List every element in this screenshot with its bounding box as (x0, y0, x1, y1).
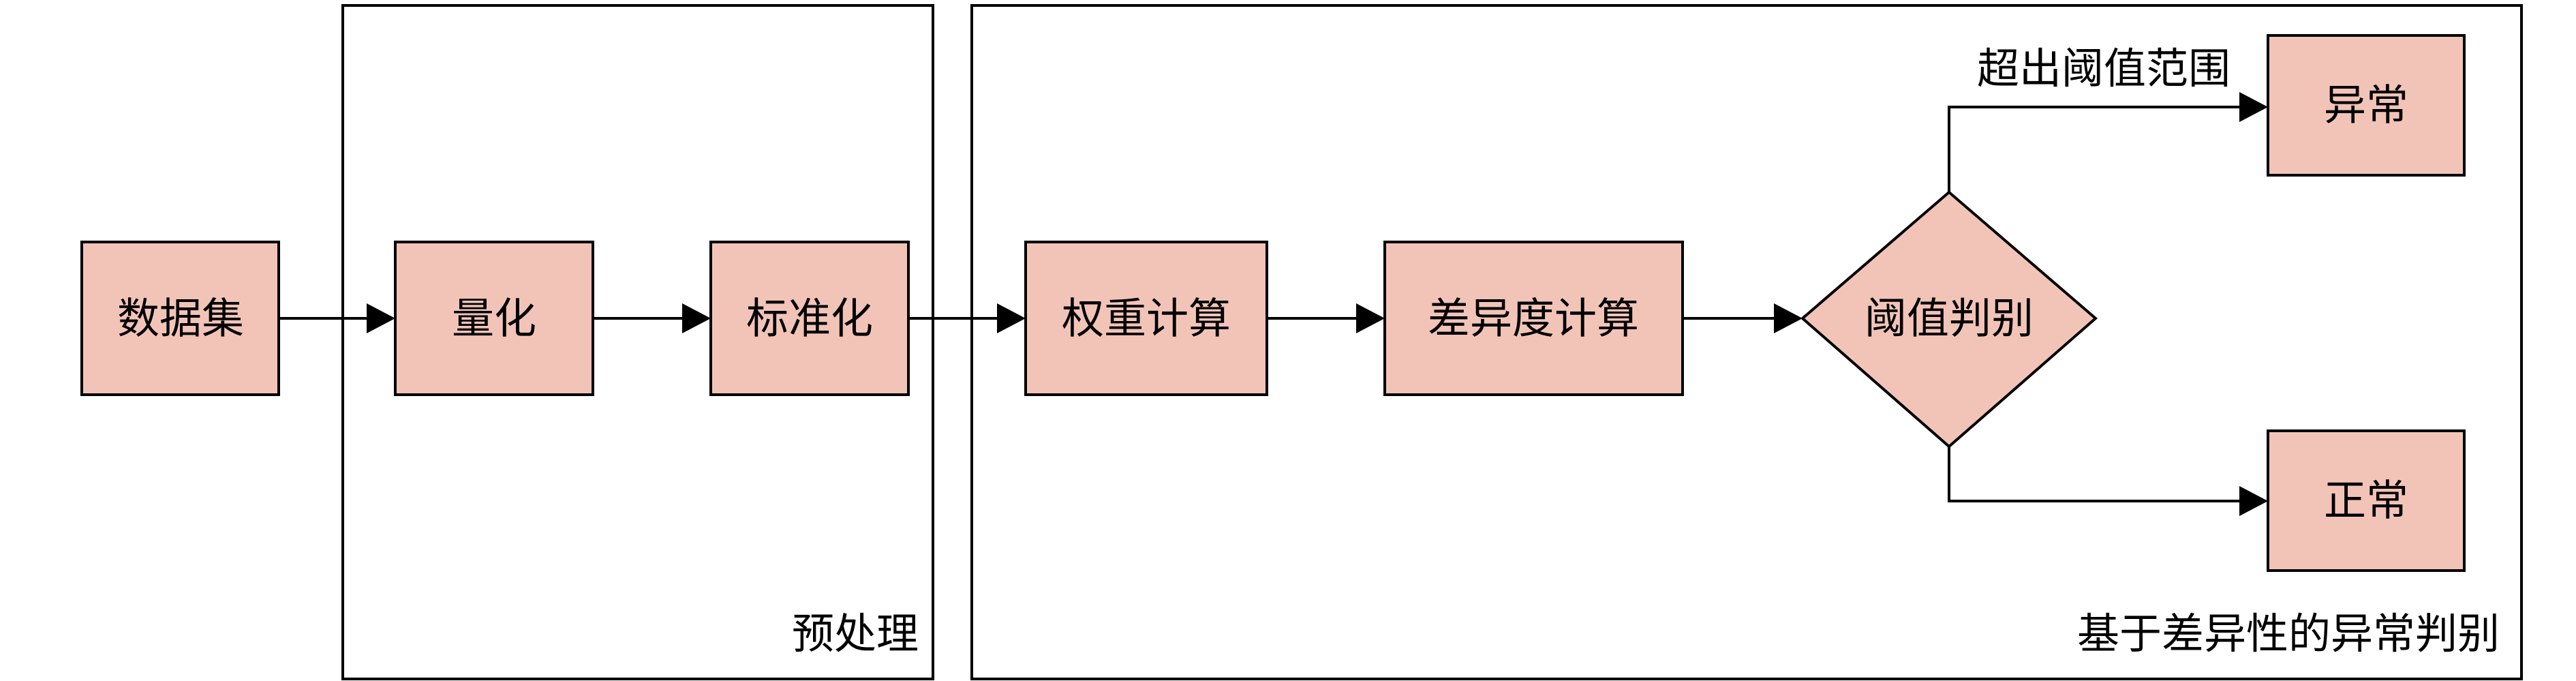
node-dataset: 数据集 (80, 241, 280, 396)
edge-out-of-range-label: 超出阈值范围 (1977, 44, 2230, 93)
node-abnormal: 异常 (2267, 34, 2466, 177)
group-detection-frame (970, 4, 2523, 680)
node-difference-calc-box (1383, 241, 1684, 396)
node-threshold-judge: 阈值判别 (1800, 190, 2098, 449)
node-dataset-label: 数据集 (117, 294, 244, 344)
arrowhead-threshold (1774, 303, 1803, 333)
node-normal-label: 正常 (2324, 476, 2408, 526)
edge-threshold-to-abnormal (1948, 106, 2239, 192)
node-difference-calc: 差异度计算 (1383, 241, 1684, 396)
arrowhead-weight (997, 303, 1026, 333)
node-weight-calc-box (1024, 241, 1268, 396)
node-dataset-box (80, 241, 280, 396)
group-preprocess-label: 预处理 (792, 609, 919, 659)
node-normal-box (2267, 429, 2466, 572)
arrowhead-quantize (367, 303, 395, 333)
node-quantize: 量化 (394, 241, 594, 396)
arrowhead-abnormal (2239, 92, 2268, 122)
node-standardize-label: 标准化 (746, 294, 873, 344)
node-standardize: 标准化 (709, 241, 910, 396)
node-threshold-judge-diamond (1800, 190, 2098, 449)
node-abnormal-label: 异常 (2324, 80, 2408, 130)
node-standardize-box (709, 241, 910, 396)
node-threshold-judge-label: 阈值判别 (1865, 294, 2034, 344)
node-weight-calc-label: 权重计算 (1062, 294, 1231, 344)
node-abnormal-box (2267, 34, 2466, 177)
edges (279, 92, 2268, 516)
node-quantize-label: 量化 (452, 294, 536, 344)
node-normal: 正常 (2267, 429, 2466, 572)
arrowhead-difference (1356, 303, 1385, 333)
arrowhead-standardize (682, 303, 711, 333)
node-difference-calc-label: 差异度计算 (1428, 294, 1639, 344)
group-preprocess-frame (341, 4, 934, 680)
arrowhead-normal (2239, 486, 2268, 516)
node-weight-calc: 权重计算 (1024, 241, 1268, 396)
group-detection-label: 基于差异性的异常判别 (2077, 609, 2500, 659)
edge-threshold-to-normal (1948, 447, 2239, 502)
node-quantize-box (394, 241, 594, 396)
